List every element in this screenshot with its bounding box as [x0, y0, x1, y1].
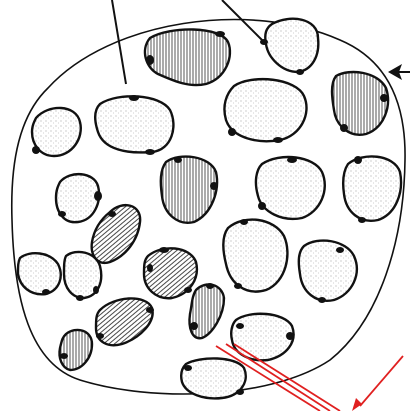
annotation-line	[234, 344, 340, 411]
particles	[18, 19, 401, 399]
contact-accent	[147, 264, 153, 272]
contact-accent	[380, 94, 388, 102]
particle-stippled	[343, 156, 401, 220]
contact-accent	[210, 182, 218, 190]
red-arrow-icon	[352, 398, 362, 411]
contact-accent	[258, 202, 266, 210]
contact-accent	[42, 289, 50, 295]
contact-accent	[129, 95, 139, 101]
particle-hatched-vertical	[332, 72, 388, 135]
contact-accent	[76, 295, 84, 301]
contact-accent	[94, 191, 102, 201]
contact-accent	[318, 297, 326, 303]
particle-stippled	[256, 157, 325, 219]
particle-stippled	[18, 253, 61, 294]
particle-hatched-vertical	[59, 330, 92, 370]
contact-accent	[215, 31, 225, 37]
particle-stippled	[265, 19, 318, 72]
contact-accent	[236, 389, 244, 395]
contact-accent	[159, 247, 169, 253]
particle-hatched-vertical	[161, 157, 217, 223]
particle-stippled	[223, 220, 287, 292]
leader-line-left	[112, 0, 126, 84]
contact-accent	[286, 332, 294, 340]
contact-accent	[260, 39, 268, 45]
contact-accent	[58, 211, 66, 217]
particle-hatched-vertical	[145, 29, 230, 85]
contact-accent	[145, 149, 155, 155]
contact-accent	[184, 287, 192, 293]
contact-accent	[340, 124, 348, 132]
contact-accent	[96, 333, 104, 339]
contact-accent	[174, 157, 182, 163]
particle-stippled	[299, 241, 357, 301]
contact-accent	[354, 156, 362, 164]
arrow-left-icon	[388, 64, 410, 80]
contact-accent	[228, 128, 236, 136]
particle-stippled	[224, 79, 306, 141]
contact-accent	[287, 157, 297, 163]
contact-accent	[236, 323, 244, 329]
particle-stippled	[95, 96, 173, 152]
contact-accent	[336, 247, 344, 253]
contact-accent	[184, 365, 192, 371]
contact-accent	[273, 137, 283, 143]
contact-accent	[93, 286, 99, 294]
particle-hatched-diagonal	[96, 298, 153, 345]
contact-accent	[240, 219, 248, 225]
contact-accent	[234, 283, 242, 289]
contact-accent	[358, 217, 366, 223]
contact-accent	[60, 353, 68, 359]
annotation-line	[360, 356, 403, 406]
particle-hatched-vertical	[190, 284, 225, 338]
contact-accent	[190, 322, 198, 330]
contact-accent	[108, 211, 116, 217]
contact-accent	[32, 146, 40, 154]
contact-accent	[296, 69, 304, 75]
contact-accent	[146, 55, 154, 65]
contact-accent	[146, 307, 154, 313]
contact-accent	[206, 283, 214, 289]
